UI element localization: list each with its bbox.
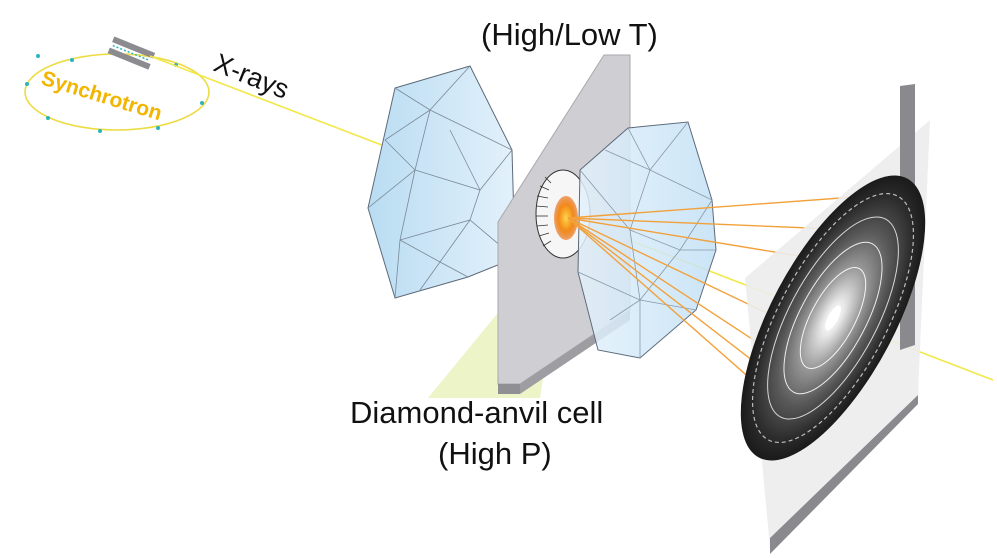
diffraction-ring — [751, 192, 915, 444]
undulator-icon — [107, 36, 156, 70]
diffraction-ring — [783, 241, 883, 395]
temperature-label: (High/Low T) — [481, 17, 658, 52]
diffraction-ring — [799, 266, 867, 370]
dac-label-line2: (High P) — [438, 436, 552, 471]
synchrotron-label: Synchrotron — [39, 67, 165, 125]
direct-beam-spot — [825, 305, 841, 331]
diffraction-ring — [767, 216, 899, 420]
left-diamond-anvil — [367, 65, 516, 299]
gasket-recess-grooves — [535, 176, 552, 247]
right-diamond-anvil — [577, 121, 717, 359]
dac-label-line1: Diamond-anvil cell — [350, 395, 603, 430]
xray-beam-label: X-rays — [210, 48, 294, 105]
sample-glow — [554, 196, 578, 240]
area-detector — [740, 84, 930, 554]
synchrotron: Synchrotron — [24, 36, 210, 133]
detector-frame-bottom — [770, 395, 918, 554]
